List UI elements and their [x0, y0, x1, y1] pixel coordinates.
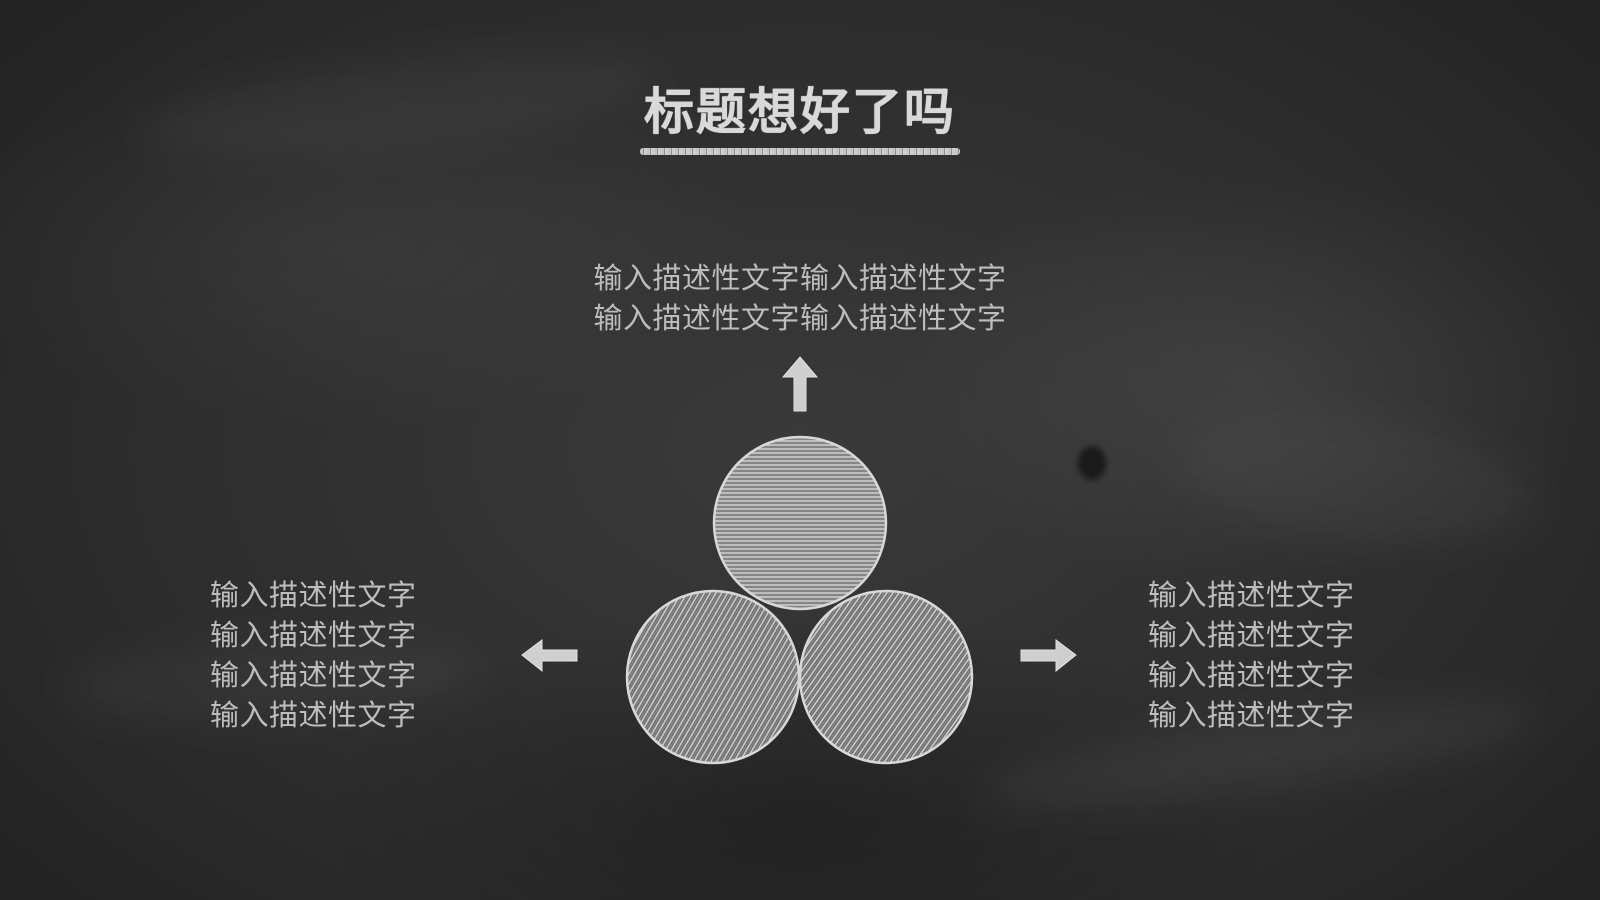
- right-description-line: 输入描述性文字: [1148, 578, 1355, 612]
- right-description-line: 输入描述性文字: [1148, 618, 1355, 652]
- top-description-line: 输入描述性文字输入描述性文字: [593, 261, 1007, 295]
- arrow-left-icon: [521, 639, 578, 673]
- right-description-line: 输入描述性文字: [1148, 698, 1355, 732]
- arrow-up-icon: [781, 356, 819, 412]
- board-stain: [1078, 446, 1106, 480]
- left-description-line: 输入描述性文字: [210, 698, 417, 732]
- left-description-line: 输入描述性文字: [210, 618, 417, 652]
- title-underline: [640, 148, 960, 155]
- slide-title[interactable]: 标题想好了吗: [644, 83, 956, 141]
- right-description-line: 输入描述性文字: [1148, 658, 1355, 692]
- left-description-line: 输入描述性文字: [210, 658, 417, 692]
- left-description-line: 输入描述性文字: [210, 578, 417, 612]
- arrow-right-icon: [1020, 639, 1077, 673]
- right-circle: [798, 589, 974, 765]
- top-description[interactable]: 输入描述性文字输入描述性文字 输入描述性文字输入描述性文字: [560, 258, 1040, 338]
- left-circle: [625, 589, 801, 765]
- top-description-line: 输入描述性文字输入描述性文字: [593, 301, 1007, 335]
- top-circle: [712, 435, 888, 611]
- left-description[interactable]: 输入描述性文字 输入描述性文字 输入描述性文字 输入描述性文字: [210, 575, 460, 735]
- right-description[interactable]: 输入描述性文字 输入描述性文字 输入描述性文字 输入描述性文字: [1148, 575, 1398, 735]
